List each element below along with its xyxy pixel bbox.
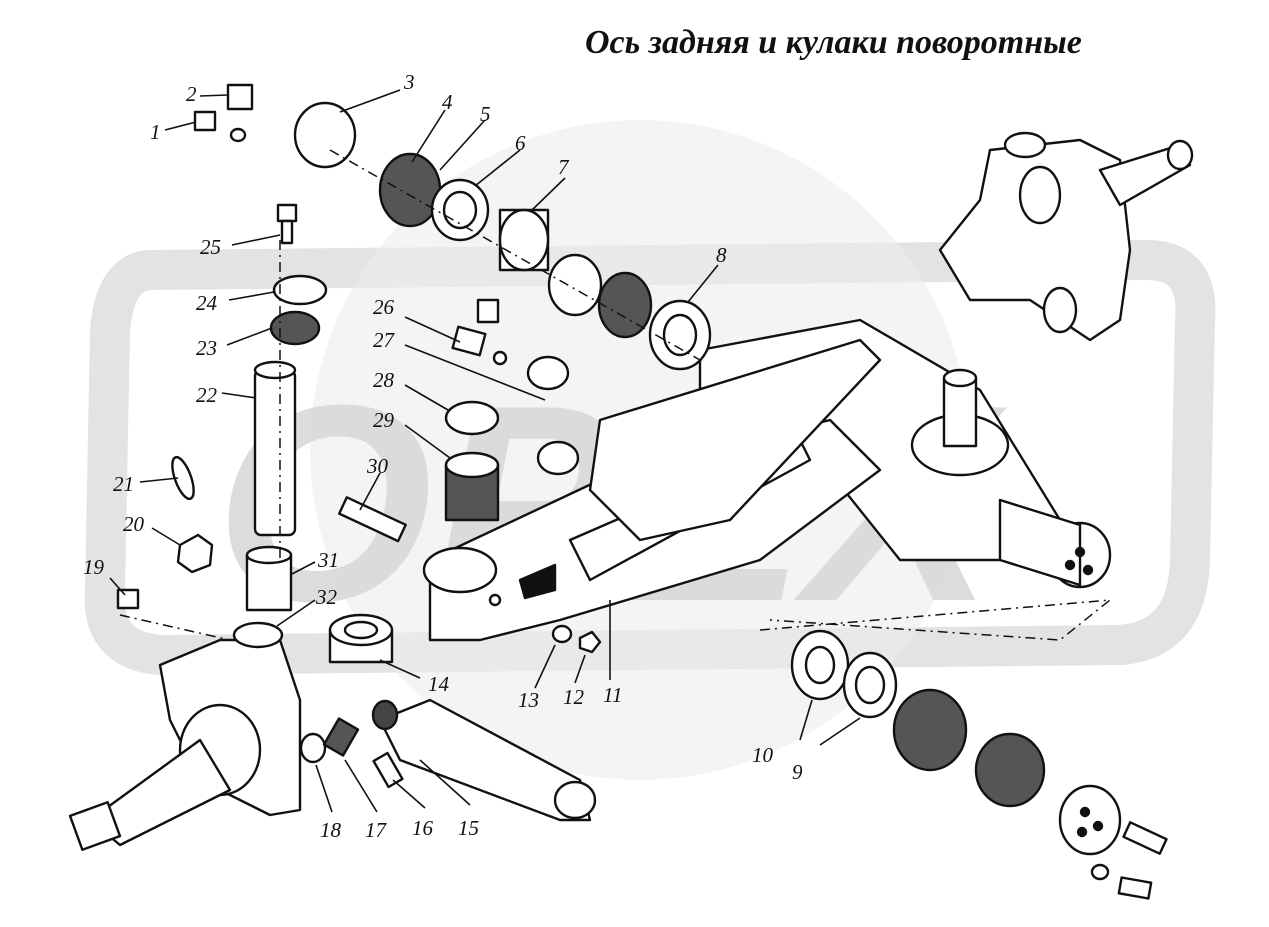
cover-3 <box>293 101 357 169</box>
right-knuckle <box>938 131 1194 342</box>
bushing-31 <box>245 545 293 612</box>
steering-arm-15 <box>371 698 597 822</box>
seal-4 <box>378 152 442 228</box>
callout-19: 19 <box>83 555 104 579</box>
callout-2: 2 <box>186 82 197 106</box>
cap-24 <box>272 274 328 306</box>
kingpin-22 <box>253 360 297 537</box>
callout-17: 17 <box>365 818 386 842</box>
callout-16: 16 <box>412 816 433 840</box>
callout-4: 4 <box>442 90 453 114</box>
callout-18: 18 <box>320 818 341 842</box>
callout-23: 23 <box>196 336 217 360</box>
callout-7: 7 <box>558 155 569 179</box>
callout-32: 32 <box>316 585 337 609</box>
spring-stack-28-29 <box>444 400 500 522</box>
callout-3: 3 <box>404 70 415 94</box>
callout-13: 13 <box>518 688 539 712</box>
callout-15: 15 <box>458 816 479 840</box>
callout-21: 21 <box>113 472 134 496</box>
roller-bearing <box>597 271 653 339</box>
callout-8: 8 <box>716 243 727 267</box>
callout-31: 31 <box>318 548 339 572</box>
callout-14: 14 <box>428 672 449 696</box>
callout-30: 30 <box>367 454 388 478</box>
callout-26: 26 <box>373 295 394 319</box>
bearing-stack-upper <box>293 101 712 371</box>
callout-5: 5 <box>480 102 491 126</box>
bearing-14 <box>328 613 394 664</box>
diagram-title: Ось задняя и кулаки поворотные <box>585 24 1082 61</box>
leader-lines <box>109 89 861 813</box>
small-fasteners <box>116 83 1168 900</box>
ring <box>547 253 603 317</box>
callout-11: 11 <box>603 683 623 707</box>
callout-28: 28 <box>373 368 394 392</box>
callout-9: 9 <box>792 760 803 784</box>
callout-27: 27 <box>373 328 394 352</box>
bolt-25 <box>276 203 298 245</box>
callout-12: 12 <box>563 685 584 709</box>
callout-24: 24 <box>196 291 217 315</box>
callout-25: 25 <box>200 235 221 259</box>
callout-22: 22 <box>196 383 217 407</box>
callout-10: 10 <box>752 743 773 767</box>
callout-29: 29 <box>373 408 394 432</box>
seal-23 <box>269 310 321 346</box>
assembly-lines <box>119 149 1113 641</box>
callout-6: 6 <box>515 131 526 155</box>
callout-20: 20 <box>123 512 144 536</box>
bearing-7 <box>498 208 550 272</box>
pin-30 <box>337 496 407 543</box>
callout-1: 1 <box>150 120 161 144</box>
upper-beam <box>588 338 882 542</box>
bearing-stack-lower <box>790 629 1122 856</box>
left-knuckle <box>68 621 302 851</box>
